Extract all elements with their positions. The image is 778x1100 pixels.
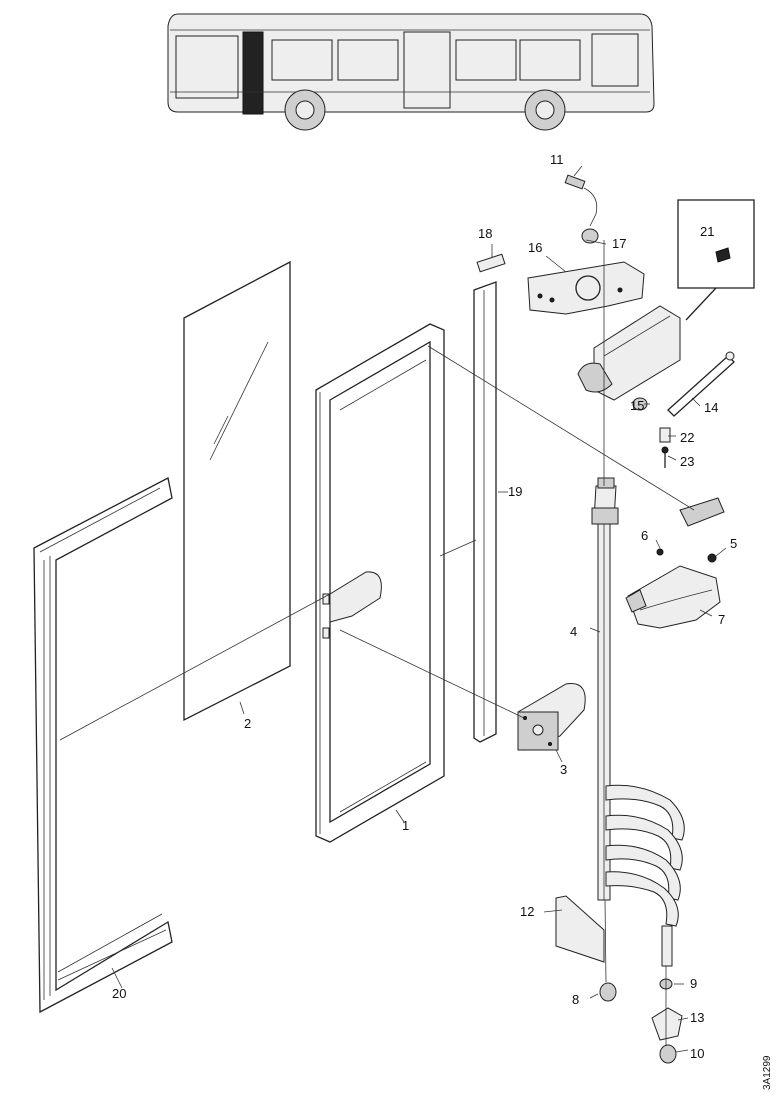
part-19-vertical-profile <box>473 281 497 743</box>
callout-11: 11 <box>550 152 564 167</box>
bus-door-highlight <box>242 31 264 115</box>
part-11-connector <box>564 174 598 227</box>
part-3-hinge-plate <box>517 683 586 751</box>
part-4-shaft <box>591 477 619 901</box>
callout-10: 10 <box>690 1046 704 1061</box>
callout-4: 4 <box>570 624 577 639</box>
part-8-bushing <box>599 982 617 1002</box>
bus-illustration <box>167 13 655 131</box>
callout-20: 20 <box>112 986 126 1001</box>
frame-hinge-bracket <box>329 571 382 623</box>
gear-assembly <box>679 497 725 527</box>
callout-17: 17 <box>612 236 626 251</box>
part-17-nut <box>581 228 599 244</box>
part-23-bolt <box>661 446 669 468</box>
part-2-glass-pane <box>183 260 291 722</box>
callout-9: 9 <box>690 976 697 991</box>
callout-labels: 1 2 3 4 5 6 7 8 9 10 11 12 13 14 15 16 1… <box>112 152 737 1061</box>
reference-code: 3A1299 <box>762 1055 773 1090</box>
callout-15: 15 <box>630 398 644 413</box>
part-20-door-seal <box>33 477 173 1014</box>
part-1-door-frame <box>315 323 445 843</box>
callout-8: 8 <box>572 992 579 1007</box>
callout-22: 22 <box>680 430 694 445</box>
callout-3: 3 <box>560 762 567 777</box>
callout-16: 16 <box>528 240 542 255</box>
part-6-washer <box>656 548 664 556</box>
shaft-arms <box>605 784 685 967</box>
part-21-detail-box <box>677 199 755 321</box>
callout-5: 5 <box>730 536 737 551</box>
part-16-mounting-bracket <box>527 261 645 315</box>
part-22-spacer <box>659 427 671 443</box>
callout-14: 14 <box>704 400 718 415</box>
callout-12: 12 <box>520 904 534 919</box>
part-13-bracket <box>651 1007 683 1041</box>
callout-7: 7 <box>718 612 725 627</box>
part-5-screw <box>707 553 717 563</box>
part-10-bushing <box>659 1044 677 1064</box>
part-14-rod <box>667 351 735 417</box>
callout-19: 19 <box>508 484 522 499</box>
part-12-lower-bracket <box>555 895 605 963</box>
callout-18: 18 <box>478 226 492 241</box>
callout-1: 1 <box>402 818 409 833</box>
assembly-lines <box>59 165 727 1053</box>
part-18-clip <box>476 253 506 273</box>
part-15-cylinder <box>577 305 681 411</box>
callout-2: 2 <box>244 716 251 731</box>
callout-21: 21 <box>700 224 714 239</box>
callout-13: 13 <box>690 1010 704 1025</box>
callout-23: 23 <box>680 454 694 469</box>
callout-6: 6 <box>641 528 648 543</box>
part-7-arm-bracket <box>625 565 721 629</box>
